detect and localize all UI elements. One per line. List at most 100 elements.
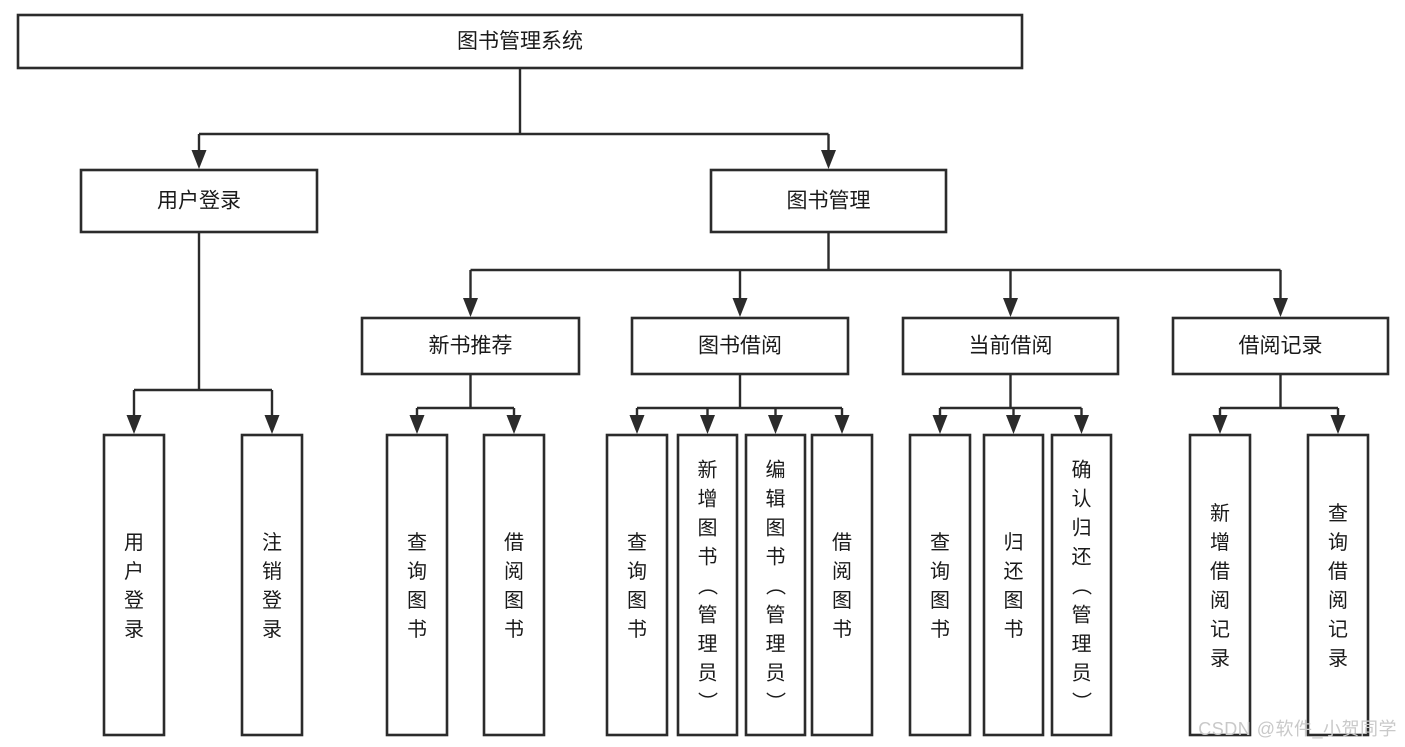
node-box [482,433,546,737]
node-box [385,433,449,737]
node-label-char: 用 [124,532,144,554]
node-label-char: 书 [627,618,647,641]
arrow-head-icon [1273,298,1288,317]
node-label-char: 询 [930,560,950,583]
node-label-char: 理 [766,634,786,656]
node-label-char: 询 [407,560,427,583]
node-label-char: 图 [1004,590,1024,612]
node-label-char: 新 [1210,502,1230,525]
node-label-char: 登 [124,589,144,612]
node-box [1188,433,1252,737]
node-label-char: 销 [262,560,282,583]
node-label-char: 记 [1328,618,1348,641]
node-box [605,433,669,737]
node-label-char: 图 [832,590,852,612]
node-label-char: 查 [1328,502,1348,525]
node-n1-login[interactable]: 用户登录 [79,168,319,234]
node-label: 图书管理系统 [457,30,583,53]
node-box [240,433,304,737]
node-label-char: 阅 [832,560,852,583]
node-label-char: ） [696,692,719,712]
node-box [810,433,874,737]
node-label-char: 登 [262,589,282,612]
node-n2-newbook[interactable]: 新书推荐 [360,316,581,376]
node-label-char: 管 [1072,604,1092,627]
nodes-layer: 图书管理系统用户登录图书管理新书推荐图书借阅当前借阅借阅记录用户登录注销登录查询… [16,13,1390,737]
node-label-char: ） [764,692,787,712]
node-label-char: 查 [627,531,647,554]
node-n2-current[interactable]: 当前借阅 [901,316,1120,376]
arrow-head-icon [463,298,478,317]
node-root[interactable]: 图书管理系统 [16,13,1024,70]
node-label-char: 阅 [504,560,524,583]
node-label-char: 还 [1072,546,1092,569]
node-label-char: 借 [1328,560,1348,583]
node-label: 当前借阅 [969,335,1053,358]
arrow-head-icon [768,415,783,434]
node-label-char: 录 [1210,648,1230,670]
node-label-char: 查 [930,531,950,554]
node-label-char: 书 [407,618,427,641]
node-label-char: 图 [766,518,786,540]
node-label-char: 新 [698,459,718,482]
node-n1-books[interactable]: 图书管理 [709,168,948,234]
node-label-char: 书 [832,618,852,641]
node-label-char: 增 [1210,531,1230,554]
node-label-char: 理 [698,634,718,656]
node-label-char: 辑 [766,488,786,511]
node-label-char: 理 [1072,634,1092,656]
node-box [744,433,807,737]
node-box [908,433,972,737]
arrow-head-icon [700,415,715,434]
node-label-char: 还 [1004,560,1024,583]
node-box [901,316,1120,376]
node-box [16,13,1024,70]
node-label: 图书借阅 [698,335,782,358]
arrow-head-icon [506,415,522,434]
node-label-char: 询 [1328,531,1348,554]
arrow-head-icon [409,415,425,434]
node-box [676,433,739,737]
node-n2-borrow[interactable]: 图书借阅 [630,316,850,376]
arrow-head-icon [834,415,850,434]
node-label-char: 阅 [1210,589,1230,612]
node-label-char: 询 [627,560,647,583]
node-box [1050,433,1113,737]
arrow-head-icon [732,298,748,317]
node-label: 图书管理 [787,190,871,213]
node-label-char: 确 [1072,459,1092,482]
node-label-char: 录 [262,619,282,641]
node-label-char: 书 [698,546,718,569]
node-l-login-1[interactable]: 用户登录 [102,433,166,737]
node-label-char: 归 [1072,517,1092,540]
node-box [709,168,948,234]
arrow-head-icon [191,150,207,169]
node-label-char: 书 [1004,618,1024,641]
node-label: 借阅记录 [1239,335,1323,358]
node-label-char: 图 [627,590,647,612]
arrow-head-icon [1212,415,1228,434]
node-label-char: 书 [504,618,524,641]
node-label-char: 图 [930,590,950,612]
node-label-char: 借 [504,531,524,554]
arrow-head-icon [1330,415,1346,434]
node-label-char: 记 [1210,618,1230,641]
node-label: 新书推荐 [429,335,513,358]
node-n2-record[interactable]: 借阅记录 [1171,316,1390,376]
node-label-char: 员 [698,663,718,685]
node-label-char: 书 [930,618,950,641]
